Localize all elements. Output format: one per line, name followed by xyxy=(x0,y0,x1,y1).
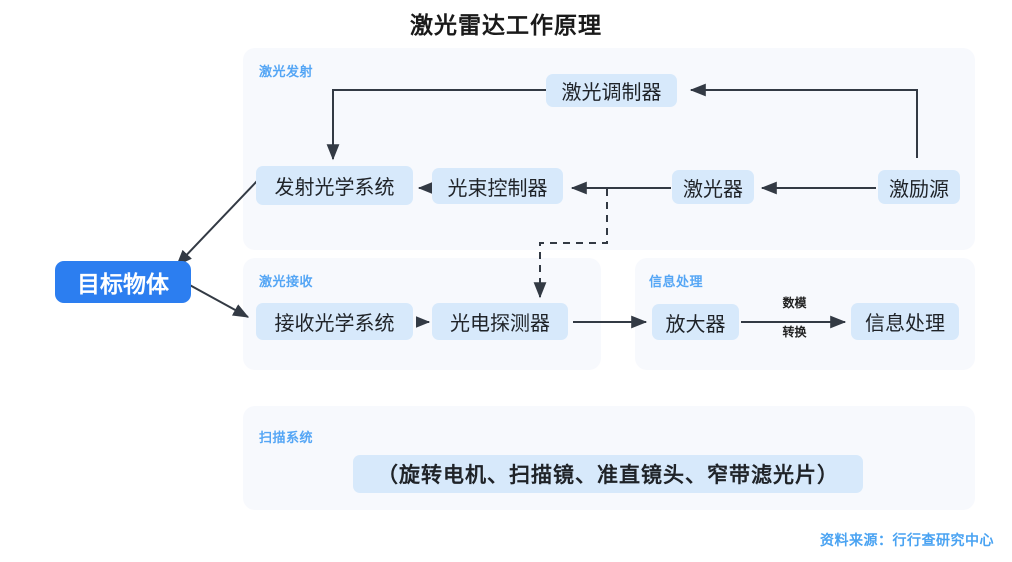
panel-label-information-processing: 信息处理 xyxy=(649,274,704,289)
node-information-processing[interactable]: 信息处理 xyxy=(851,303,959,340)
node-excitation-source[interactable]: 激励源 xyxy=(878,170,960,204)
node-beam-controller[interactable]: 光束控制器 xyxy=(432,168,563,204)
edge-label-ad-conversion: 数模 转换 xyxy=(767,296,822,340)
edge-label-line1: 数模 xyxy=(782,296,807,310)
panel-label-laser-reception: 激光接收 xyxy=(259,274,314,289)
node-photodetector[interactable]: 光电探测器 xyxy=(432,303,568,340)
node-laser[interactable]: 激光器 xyxy=(672,170,754,204)
node-emitting-optical-system[interactable]: 发射光学系统 xyxy=(256,166,413,205)
panel-label-scanning-system: 扫描系统 xyxy=(259,430,314,445)
node-amplifier[interactable]: 放大器 xyxy=(652,304,739,340)
edge-label-line2: 转换 xyxy=(782,325,807,339)
node-target-object[interactable]: 目标物体 xyxy=(55,261,191,303)
source-credit: 资料来源：行行查研究中心 xyxy=(820,532,994,548)
wire-target-to-recv-optics xyxy=(185,282,250,318)
page-title: 激光雷达工作原理 xyxy=(410,12,602,38)
node-scanning-components[interactable]: （旋转电机、扫描镜、准直镜头、窄带滤光片） xyxy=(353,455,863,493)
panel-label-laser-emission: 激光发射 xyxy=(259,64,314,79)
node-laser-modulator[interactable]: 激光调制器 xyxy=(546,74,677,107)
node-receiving-optical-system[interactable]: 接收光学系统 xyxy=(256,303,413,340)
